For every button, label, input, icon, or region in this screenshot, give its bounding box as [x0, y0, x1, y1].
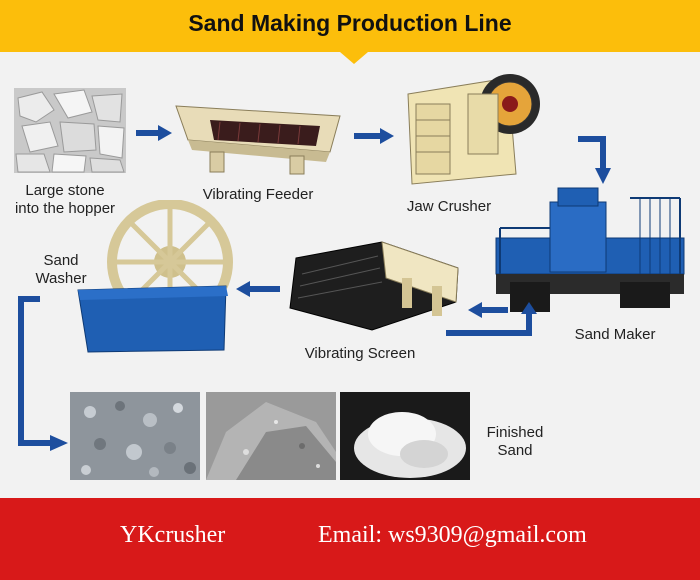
contact-email: Email: ws9309@gmail.com	[318, 522, 587, 548]
sand-pile-icon	[340, 392, 470, 480]
arrow-right-icon	[354, 128, 394, 144]
sand-pile-icon	[206, 392, 336, 480]
brand-name: YKcrusher	[120, 522, 226, 548]
maker-label: Sand Maker	[574, 326, 656, 343]
page-title: Sand Making Production Line	[188, 10, 512, 36]
vibrating-screen-icon	[289, 241, 459, 331]
finished-label-line-1: Finished	[486, 424, 544, 441]
arrow-left-icon	[236, 281, 280, 297]
feeder-label: Vibrating Feeder	[202, 186, 314, 203]
stone-label-line-1: Large stone	[25, 182, 105, 199]
washer-label-line-1: Sand	[43, 252, 79, 269]
arrow-down-icon	[578, 136, 611, 184]
sand-washer-icon	[77, 200, 233, 353]
arrow-left-icon	[468, 302, 508, 318]
header-banner: Sand Making Production Line	[0, 0, 700, 64]
sand-pile-icon	[70, 392, 200, 480]
stone-pile-icon	[14, 88, 126, 173]
washer-label: Sand Washer	[26, 252, 96, 288]
arrow-elbow-icon	[18, 296, 68, 451]
jaw-label: Jaw Crusher	[406, 198, 492, 215]
arrow-elbow-icon	[446, 302, 537, 336]
washer-label-line-2: Washer	[35, 270, 87, 287]
arrow-right-icon	[136, 125, 172, 141]
screen-label: Vibrating Screen	[304, 345, 416, 362]
finished-label: Finished Sand	[472, 424, 558, 460]
footer-banner: YKcrusher Email: ws9309@gmail.com	[0, 498, 700, 580]
finished-label-line-2: Sand	[497, 442, 533, 459]
stone-label-line-2: into the hopper	[14, 200, 116, 217]
vibrating-feeder-icon	[175, 105, 341, 175]
jaw-crusher-icon	[407, 74, 540, 185]
stone-label: Large stone into the hopper	[6, 182, 124, 218]
sand-maker-icon	[495, 187, 685, 312]
header-notch	[340, 52, 368, 64]
